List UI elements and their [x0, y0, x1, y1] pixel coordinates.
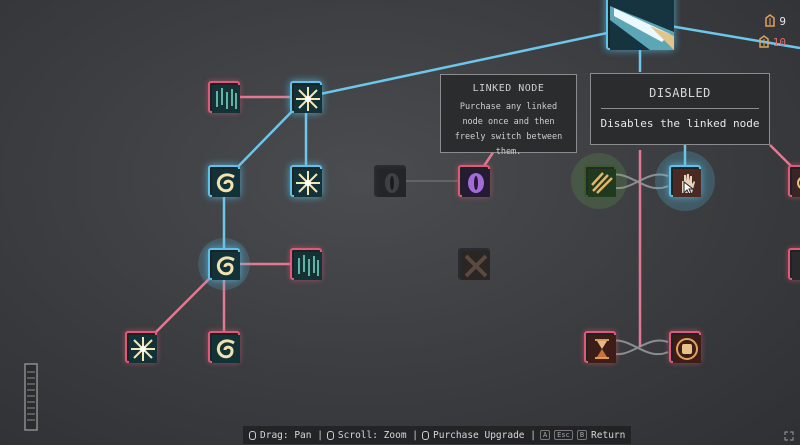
resource-value: 9: [779, 14, 786, 28]
hint-drag: Drag: Pan |: [260, 429, 323, 441]
fist-icon: [673, 335, 701, 363]
root-node[interactable]: [606, 0, 674, 50]
swirl-icon: [212, 252, 240, 280]
gem-icon: [759, 35, 769, 48]
key-hint: A: [539, 430, 551, 440]
tooltip-title: DISABLED: [649, 86, 711, 100]
claw-node[interactable]: [584, 165, 616, 197]
tooltip-title: LINKED NODE: [472, 83, 545, 94]
eye-icon: [462, 169, 490, 197]
partial-icon: [792, 252, 800, 280]
swirl-icon: [792, 169, 800, 197]
sword-slash-icon: [610, 0, 674, 50]
controls-hint-bar: Drag: Pan | Scroll: Zoom | Purchase Upgr…: [243, 426, 632, 444]
gem-icon: [765, 14, 776, 27]
swirl-node[interactable]: [208, 248, 240, 280]
swirl-node[interactable]: [208, 331, 240, 363]
hand-node[interactable]: [669, 165, 701, 197]
rain-icon: [294, 252, 322, 280]
connection-line: [669, 24, 800, 50]
hint-scroll: Scroll: Zoom |: [337, 429, 418, 441]
rain-node[interactable]: [290, 248, 322, 280]
swirl-icon: [212, 335, 240, 363]
swirl-icon: [212, 169, 240, 197]
key-hint: B: [576, 430, 588, 440]
expand-icon[interactable]: [784, 431, 794, 441]
rain-node[interactable]: [208, 81, 240, 113]
tooltip-divider: [601, 108, 759, 109]
locked-eye-node[interactable]: [374, 165, 406, 197]
disabled-tooltip: DISABLED Disables the linked node: [590, 73, 770, 145]
resource-counter: 9: [764, 14, 786, 28]
hourglass-icon: [588, 335, 616, 363]
star-burst-icon: [129, 335, 157, 363]
mouse-icon: [326, 430, 334, 440]
rain-icon: [212, 85, 240, 113]
swirl-node[interactable]: [208, 165, 240, 197]
tooltip-body: Disables the linked node: [600, 117, 760, 130]
eye-node[interactable]: [458, 165, 490, 197]
burst-node[interactable]: [290, 81, 322, 113]
cursor-icon: [683, 181, 695, 195]
linked-node-tooltip: LINKED NODE Purchase any linked node onc…: [440, 74, 577, 157]
locked-cross-node[interactable]: [458, 248, 490, 280]
claw-slash-icon: [588, 169, 616, 197]
partial-node[interactable]: [788, 165, 800, 197]
resource-cost: 10: [758, 35, 786, 49]
key-hint: Esc: [554, 430, 573, 440]
cross-blades-icon: [462, 252, 490, 280]
star-burst-icon: [294, 169, 322, 197]
star-burst-icon: [294, 85, 322, 113]
eye-icon: [378, 169, 406, 197]
zoom-ladder[interactable]: [22, 362, 40, 432]
partial-node[interactable]: [788, 248, 800, 280]
burst-node[interactable]: [290, 165, 322, 197]
hint-purchase: Purchase Upgrade |: [433, 429, 536, 441]
tooltip-body: Purchase any linked node once and then f…: [454, 102, 563, 157]
burst-node[interactable]: [125, 331, 157, 363]
hourglass-node[interactable]: [584, 331, 616, 363]
fist-node[interactable]: [669, 331, 701, 363]
link-chain: [607, 339, 669, 356]
connection-line: [305, 24, 641, 99]
mouse-icon: [249, 430, 256, 440]
resource-value: 10: [772, 35, 786, 49]
mouse-icon: [422, 430, 429, 440]
hint-return[interactable]: Return: [591, 429, 626, 441]
